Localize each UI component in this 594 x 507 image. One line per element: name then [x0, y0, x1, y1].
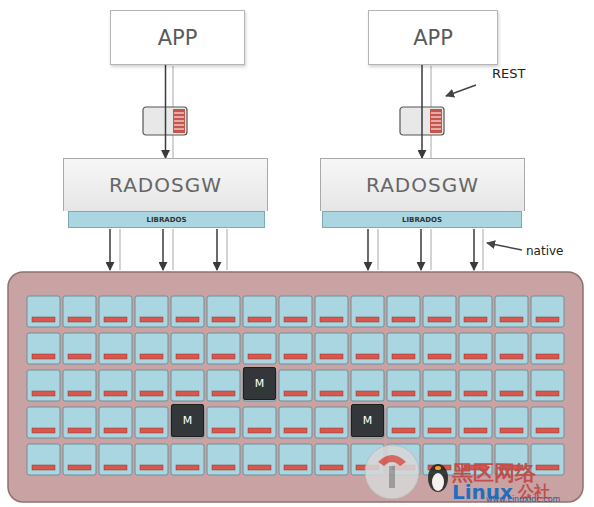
- osd-cell: [27, 370, 60, 401]
- osd-cell: [279, 333, 312, 364]
- monitor-node: M: [351, 404, 384, 437]
- library-band: LIBRADOS: [322, 211, 522, 228]
- callout-label: REST: [492, 66, 525, 81]
- osd-cell: [315, 444, 348, 475]
- monitor-node: M: [243, 367, 276, 400]
- osd-cell: [459, 407, 492, 438]
- osd-cell: [387, 333, 420, 364]
- osd-cell: [135, 407, 168, 438]
- osd-cell: [207, 407, 240, 438]
- osd-cell: [423, 370, 456, 401]
- osd-cell: [27, 296, 60, 327]
- adapter-icon: [143, 107, 187, 135]
- osd-cell: [207, 333, 240, 364]
- osd-cell: [315, 333, 348, 364]
- osd-cell: [243, 407, 276, 438]
- gateway-box: RADOSGW: [63, 158, 268, 211]
- node-text: APP: [413, 26, 453, 50]
- osd-cell: [99, 296, 132, 327]
- osd-cell: [387, 296, 420, 327]
- osd-cell: [135, 370, 168, 401]
- osd-cell: [351, 296, 384, 327]
- osd-cell: [207, 296, 240, 327]
- flow-arrow: [165, 65, 167, 158]
- osd-cell: [135, 333, 168, 364]
- osd-cell: [135, 296, 168, 327]
- osd-cell: [315, 407, 348, 438]
- osd-cell: [63, 333, 96, 364]
- osd-cell: [63, 370, 96, 401]
- app-box: APP: [368, 10, 498, 65]
- flow-arrow: [421, 65, 423, 158]
- node-text: RADOSGW: [366, 173, 479, 197]
- native-arrows: [110, 229, 483, 270]
- watermark-logo: [365, 445, 448, 499]
- osd-cell: [459, 296, 492, 327]
- osd-cell: [423, 296, 456, 327]
- osd-cell: [243, 333, 276, 364]
- osd-cell: [531, 296, 564, 327]
- storage-cluster: [8, 272, 583, 502]
- watermark-text: www.Linuxidc.com: [486, 495, 560, 504]
- osd-cell: [27, 333, 60, 364]
- library-band: LIBRADOS: [68, 211, 265, 228]
- app-box: APP: [110, 10, 245, 65]
- osd-cell: [279, 444, 312, 475]
- osd-cell: [459, 370, 492, 401]
- monitor-node: M: [171, 404, 204, 437]
- osd-cell: [279, 296, 312, 327]
- osd-grid: [27, 296, 564, 475]
- osd-cell: [171, 370, 204, 401]
- osd-cell: [387, 407, 420, 438]
- osd-cell: [135, 444, 168, 475]
- osd-cell: [99, 333, 132, 364]
- node-text: APP: [158, 26, 198, 50]
- osd-cell: [531, 333, 564, 364]
- node-text: LIBRADOS: [402, 216, 442, 224]
- callout-pointer: [446, 85, 476, 96]
- osd-cell: [531, 370, 564, 401]
- node-text: M: [183, 414, 193, 427]
- osd-cell: [243, 296, 276, 327]
- gateway-box: RADOSGW: [320, 158, 525, 211]
- osd-cell: [27, 444, 60, 475]
- osd-cell: [63, 444, 96, 475]
- osd-cell: [63, 296, 96, 327]
- osd-cell: [279, 407, 312, 438]
- adapter-icon: [400, 107, 444, 135]
- node-text: M: [255, 377, 265, 390]
- osd-cell: [279, 370, 312, 401]
- osd-cell: [27, 407, 60, 438]
- osd-cell: [99, 444, 132, 475]
- osd-cell: [495, 296, 528, 327]
- osd-cell: [243, 444, 276, 475]
- osd-cell: [207, 444, 240, 475]
- osd-cell: [315, 370, 348, 401]
- osd-cell: [171, 333, 204, 364]
- osd-cell: [99, 370, 132, 401]
- osd-cell: [315, 296, 348, 327]
- osd-cell: [63, 407, 96, 438]
- node-text: RADOSGW: [109, 173, 222, 197]
- node-text: LIBRADOS: [146, 216, 186, 224]
- callout-label: native: [526, 244, 563, 258]
- osd-cell: [423, 407, 456, 438]
- osd-cell: [351, 370, 384, 401]
- osd-cell: [495, 407, 528, 438]
- osd-cell: [495, 333, 528, 364]
- osd-cell: [423, 333, 456, 364]
- osd-cell: [387, 370, 420, 401]
- callout-pointer: [487, 243, 522, 250]
- osd-cell: [459, 333, 492, 364]
- osd-cell: [495, 370, 528, 401]
- node-text: M: [363, 414, 373, 427]
- osd-cell: [207, 370, 240, 401]
- osd-cell: [171, 296, 204, 327]
- osd-cell: [171, 444, 204, 475]
- osd-cell: [351, 333, 384, 364]
- osd-cell: [99, 407, 132, 438]
- osd-cell: [531, 407, 564, 438]
